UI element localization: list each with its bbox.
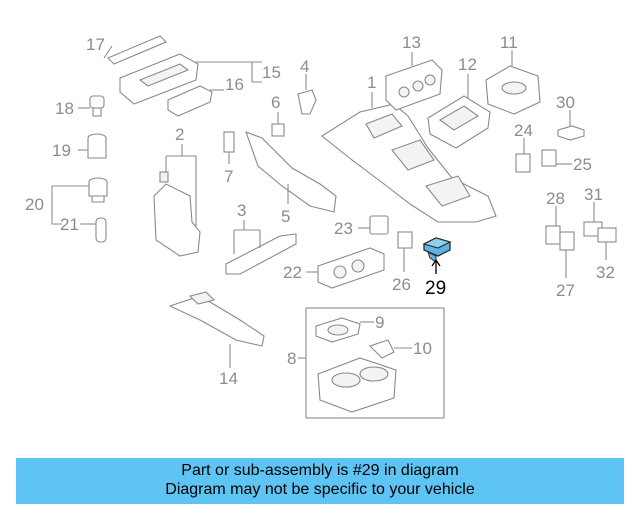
part-15-storage-tray [119, 53, 262, 105]
part-2-side-panel [153, 144, 201, 257]
part-30-cap [557, 110, 585, 141]
part-12-bezel [427, 74, 491, 149]
part-20-outlet [51, 177, 108, 225]
part-25-switch [541, 149, 572, 167]
callout-26: 26 [392, 275, 411, 294]
callout-7: 7 [224, 167, 233, 186]
callout-22: 22 [283, 263, 302, 282]
callout-25: 25 [573, 155, 592, 174]
callout-5: 5 [281, 207, 290, 226]
part-8-cupholder-group [298, 307, 445, 419]
callout-20: 20 [25, 195, 44, 214]
callout-19: 19 [52, 141, 71, 160]
part-31-switch [583, 202, 617, 260]
part-4-bracket [297, 74, 317, 115]
part-26-small-switch [397, 231, 413, 272]
callout-10: 10 [413, 339, 432, 358]
part-7-clip [223, 131, 235, 164]
callout-2: 2 [175, 125, 184, 144]
part-22-control-panel [306, 247, 385, 289]
callout-3: 3 [237, 201, 246, 220]
callout-9: 9 [375, 313, 384, 332]
info-banner: Part or sub-assembly is #29 in diagram D… [16, 458, 624, 504]
banner-line-disclaimer: Diagram may not be specific to your vehi… [165, 481, 475, 498]
part-21-connector [80, 217, 107, 243]
callout-11: 11 [500, 33, 518, 52]
callout-8: 8 [287, 349, 296, 368]
part-24-switch [515, 138, 531, 173]
part-28-switch [545, 206, 575, 278]
part-16-small-tray [167, 85, 224, 117]
callout-21: 21 [60, 215, 79, 234]
callout-1: 1 [367, 73, 376, 92]
callout-6: 6 [271, 93, 280, 112]
part-11-shifter-boot [485, 50, 541, 115]
callout-24: 24 [514, 121, 533, 140]
callout-27: 27 [556, 281, 575, 300]
callout-30: 30 [556, 93, 575, 112]
callout-29: 29 [425, 278, 446, 299]
callout-18: 18 [55, 99, 74, 118]
part-19-socket [78, 133, 107, 159]
part-14-duct [168, 291, 265, 368]
callout-13: 13 [402, 33, 421, 52]
part-29-highlighted [422, 237, 452, 274]
callout-32: 32 [596, 263, 615, 282]
part-5-long-side-trim [245, 131, 337, 213]
part-6-small-clip [271, 112, 285, 137]
part-17-trim-strip [103, 35, 167, 65]
banner-line-part: Part or sub-assembly is #29 in diagram [181, 462, 459, 479]
part-23-knob [358, 215, 389, 235]
callout-23: 23 [334, 219, 353, 238]
callout-28: 28 [546, 189, 565, 208]
parts-diagram: 17 15 16 18 19 20 21 [25, 33, 617, 419]
callout-12: 12 [458, 55, 477, 74]
part-3-lower-rail [225, 220, 297, 275]
callout-14: 14 [219, 369, 238, 388]
part-13-vent-panel [385, 52, 443, 111]
callout-16: 16 [225, 75, 244, 94]
callout-17: 17 [86, 35, 105, 54]
callout-4: 4 [300, 57, 309, 76]
part-18-plug [78, 95, 105, 117]
callout-15: 15 [262, 63, 281, 82]
part-1-center-console [321, 92, 497, 223]
callout-31: 31 [584, 185, 603, 204]
